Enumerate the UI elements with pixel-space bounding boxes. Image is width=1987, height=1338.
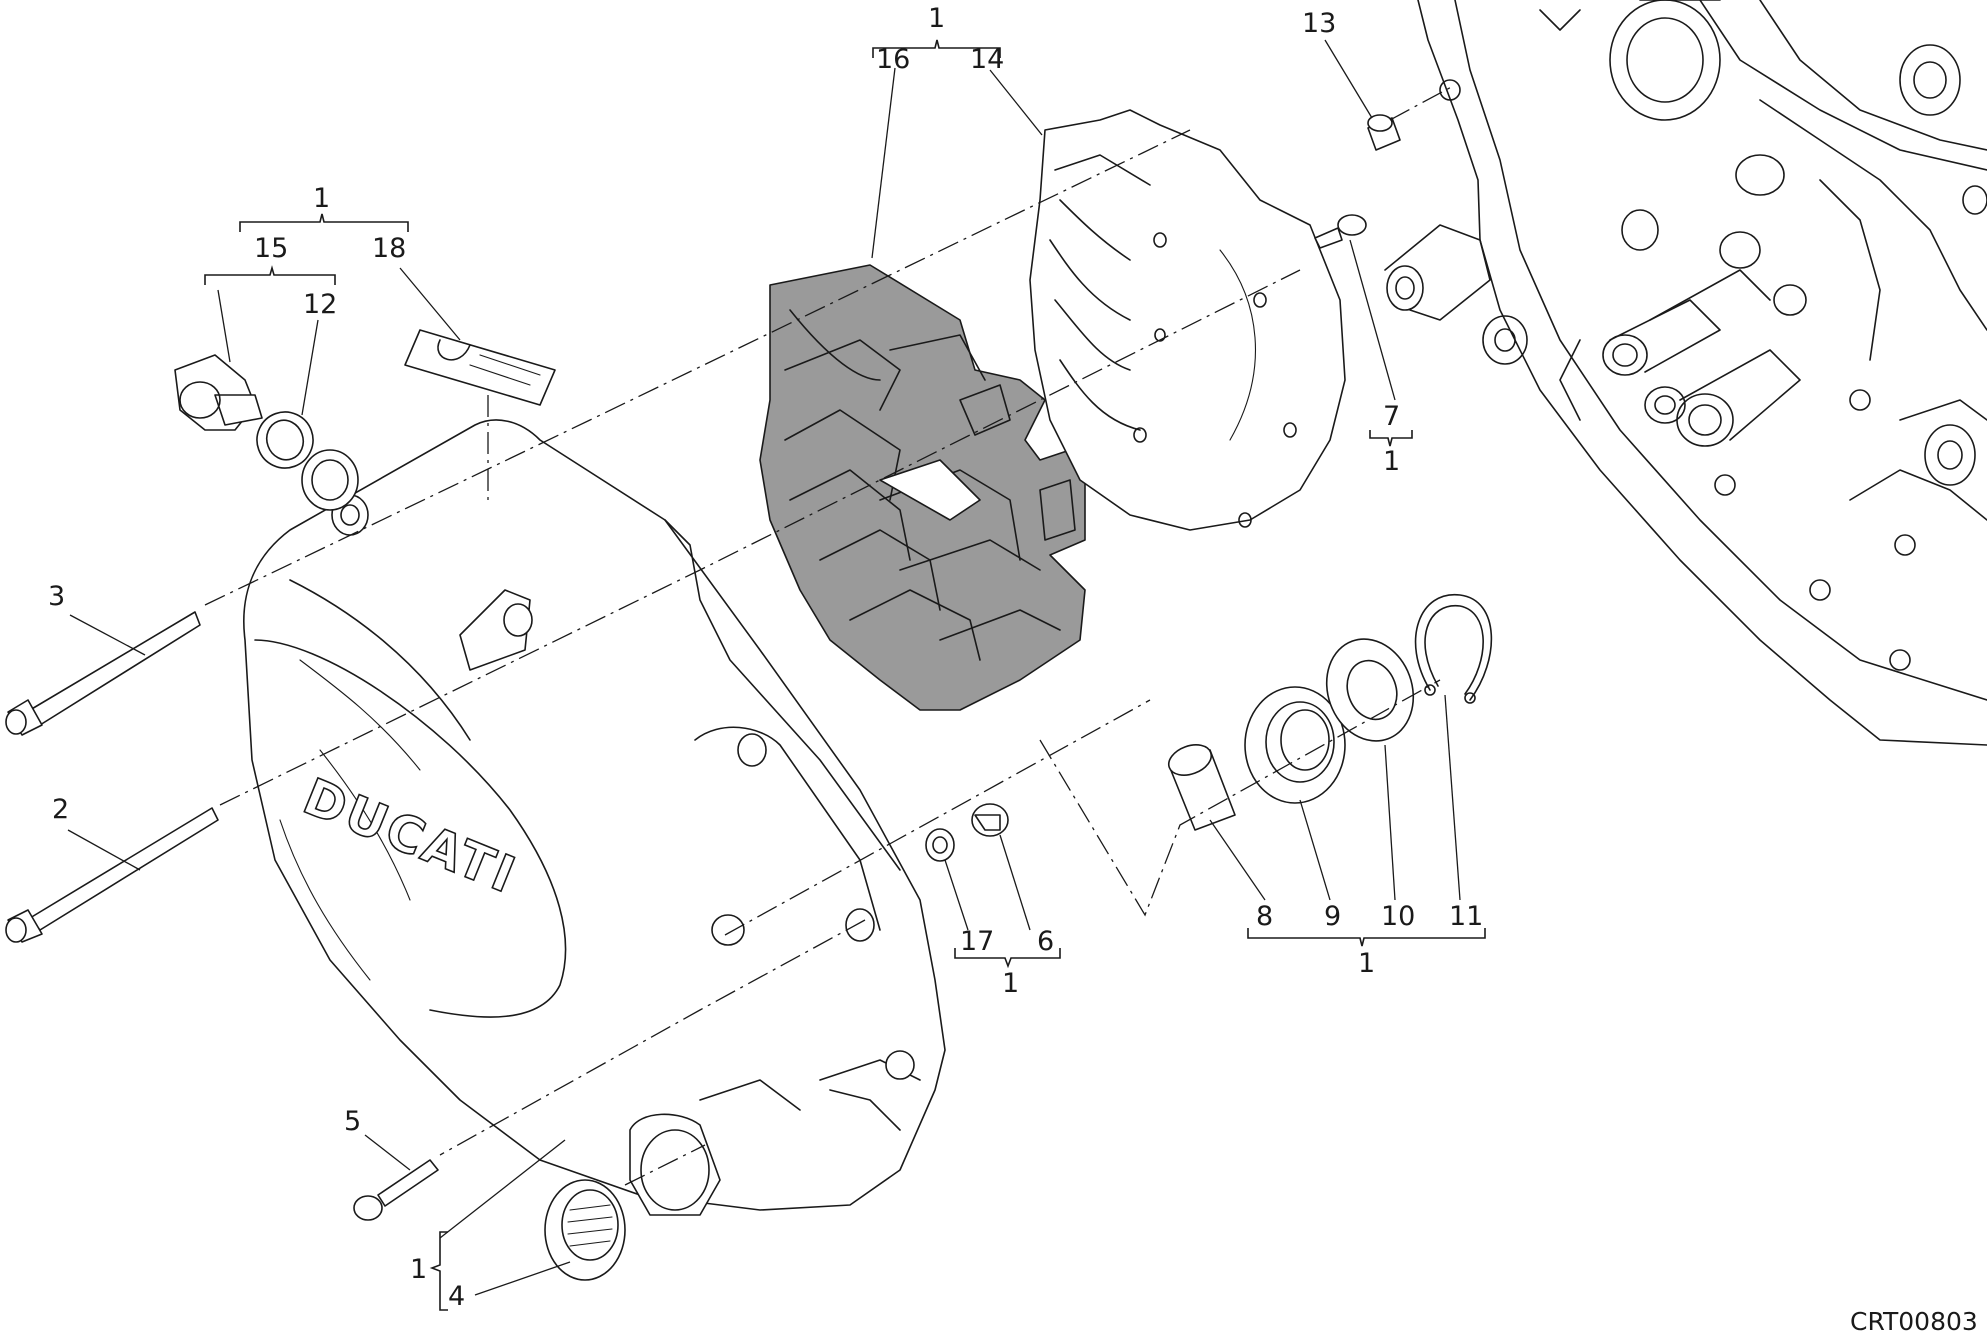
callout-3: 3 [48,581,65,612]
callout-12: 12 [303,289,337,320]
warning-label [404,329,556,406]
drawing-code: CRT00803 [1850,1307,1978,1336]
leader-lines [67,39,1461,1296]
long-screw-2 [5,807,219,943]
callout-16: 16 [876,44,910,75]
callout-4: 4 [448,1281,465,1312]
seal-4 [544,1179,626,1281]
callout-1-top: 1 [928,3,945,34]
screw-7 [1314,214,1367,249]
cover-plate [1029,109,1346,531]
screw-5 [353,1159,439,1221]
long-screw-3 [5,611,201,736]
callout-1-plug: 1 [1002,968,1019,999]
callout-10: 10 [1381,901,1415,932]
callout-5: 5 [344,1106,361,1137]
callout-18: 18 [372,233,406,264]
callout-1-seven: 1 [1383,446,1400,477]
callout-1-bottom: 1 [410,1254,427,1285]
plug-6 [971,803,1009,837]
callout-6: 6 [1037,926,1054,957]
callout-14: 14 [970,44,1004,75]
bushing-8 [1167,744,1236,831]
circlip-11 [1414,593,1493,704]
inner-cover-gray [759,264,1086,711]
assembly-axes [204,84,1456,1186]
crankcase [1384,0,1987,746]
callout-7: 7 [1383,401,1400,432]
callout-17: 17 [960,926,994,957]
callout-9: 9 [1324,901,1341,932]
callout-1-bearing: 1 [1358,948,1375,979]
clutch-cover: DUCATI [243,419,946,1216]
callout-13: 13 [1302,8,1336,39]
o-ring-12 [256,411,314,469]
callouts: 1 16 14 13 1 15 18 12 7 1 3 2 8 9 10 11 … [48,3,1483,1312]
callout-11: 11 [1449,901,1483,932]
callout-8: 8 [1256,901,1273,932]
washer-17 [925,828,955,862]
callout-1-left: 1 [313,183,330,214]
dowel-bush [1367,114,1401,151]
group-brackets [204,39,1486,1311]
oil-filler-cap [174,354,263,431]
bearing-9 [1244,686,1346,804]
callout-2: 2 [52,794,69,825]
callout-15: 15 [254,233,288,264]
washer-10 [1325,638,1415,742]
